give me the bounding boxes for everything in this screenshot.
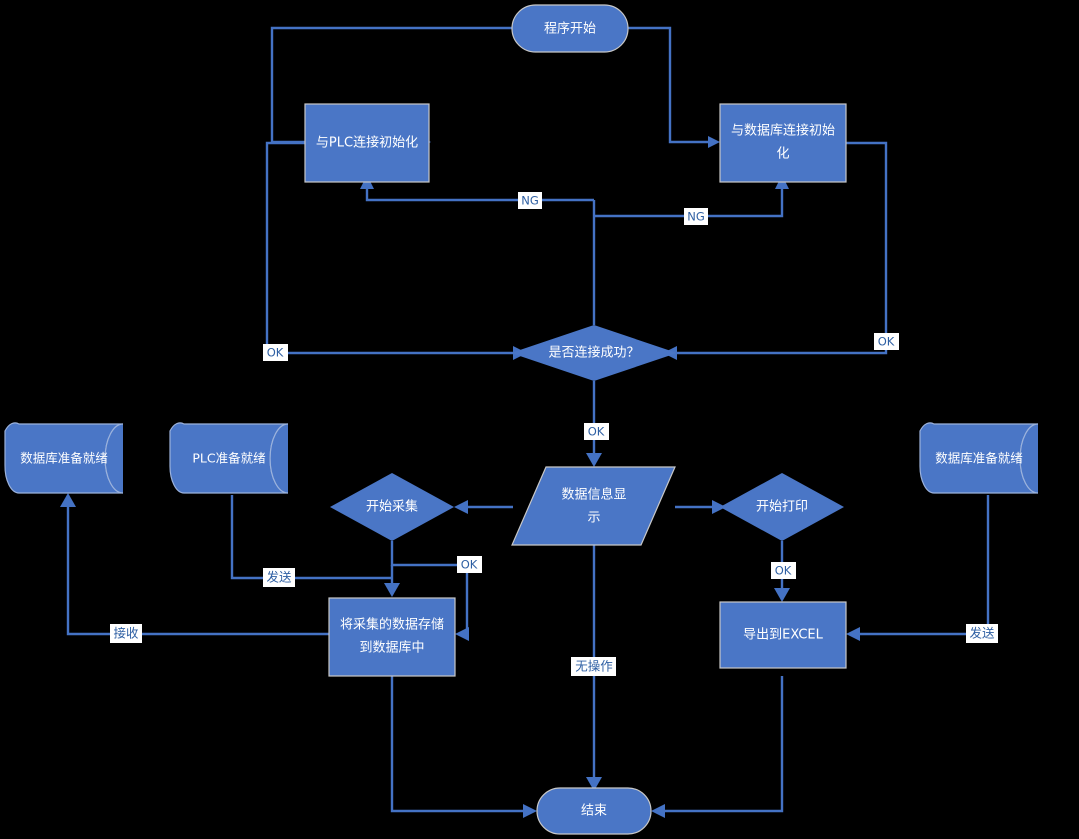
save-db-label-line1: 将采集的数据存储 bbox=[340, 617, 444, 633]
ok-down-bg bbox=[584, 423, 609, 440]
edge-init-plc-to-decision bbox=[265, 141, 518, 355]
db-ready-right-cap bbox=[1019, 423, 1039, 494]
edge-label-send-right: 发送 bbox=[966, 624, 998, 643]
ok-print-bg bbox=[771, 562, 796, 579]
edge-ng-to-init-plc bbox=[365, 182, 594, 202]
edge-start-to-init-db bbox=[628, 26, 713, 144]
node-end[interactable]: 结束 bbox=[536, 787, 652, 835]
ok-right-bg bbox=[874, 333, 899, 350]
init-plc-shape bbox=[304, 103, 430, 183]
db-ready-left-label: 数据库准备就绪 bbox=[20, 451, 108, 466]
export-excel-shape bbox=[719, 601, 847, 669]
edge-label-ok-collect: OK bbox=[457, 556, 482, 573]
edge-label-ok-print: OK bbox=[771, 562, 796, 579]
node-init-db[interactable]: 与数据库连接初始 化 bbox=[719, 103, 847, 183]
ng-left-text: NG bbox=[521, 194, 539, 208]
arrowhead-display-top bbox=[586, 453, 602, 467]
arrowhead-save-right bbox=[455, 627, 469, 641]
init-db-label-line1: 与数据库连接初始 bbox=[731, 123, 835, 139]
arrowhead-save-top bbox=[384, 583, 400, 597]
arrowhead-export-top bbox=[774, 588, 790, 602]
edge-save-to-db-ready bbox=[66, 502, 329, 636]
start-print-label: 开始打印 bbox=[756, 500, 808, 515]
start-shape bbox=[511, 4, 629, 53]
init-plc-label: 与PLC连接初始化 bbox=[316, 135, 418, 151]
edge-label-ok-down: OK bbox=[584, 423, 609, 440]
node-export-excel[interactable]: 导出到EXCEL bbox=[719, 601, 847, 669]
node-db-ready-left[interactable]: 数据库准备就绪 bbox=[4, 422, 124, 494]
send-left-bg bbox=[263, 568, 295, 587]
arrowhead-print-left bbox=[712, 500, 726, 514]
arrowhead-end-right bbox=[651, 804, 665, 818]
edge-save-to-end bbox=[390, 676, 528, 813]
db-ready-left-cap bbox=[104, 423, 124, 494]
edge-plc-ready-to-save bbox=[230, 495, 392, 580]
node-plc-ready[interactable]: PLC准备就绪 bbox=[169, 422, 289, 494]
arrowhead-init-db-left bbox=[708, 136, 720, 148]
data-display-shape bbox=[511, 466, 676, 546]
ng-right-bg bbox=[684, 208, 708, 225]
ok-left-text: OK bbox=[267, 346, 284, 360]
is-connected-label: 是否连接成功？ bbox=[548, 345, 639, 361]
ok-print-text: OK bbox=[775, 564, 792, 578]
node-start[interactable]: 程序开始 bbox=[511, 4, 629, 53]
edge-label-ok-left: OK bbox=[263, 344, 288, 361]
save-db-shape bbox=[328, 597, 456, 677]
edge-init-db-to-decision bbox=[672, 141, 888, 355]
ok-collect-text: OK bbox=[461, 558, 478, 572]
node-init-plc[interactable]: 与PLC连接初始化 bbox=[304, 103, 430, 183]
edge-label-ng-left: NG bbox=[518, 192, 542, 209]
save-db-label-line2: 到数据库中 bbox=[359, 640, 424, 656]
db-ready-right-label: 数据库准备就绪 bbox=[935, 451, 1023, 466]
send-left-text: 发送 bbox=[266, 570, 292, 585]
edge-label-ok-right: OK bbox=[874, 333, 899, 350]
init-db-shape bbox=[719, 103, 847, 183]
start-label: 程序开始 bbox=[544, 22, 596, 37]
is-connected-shape bbox=[511, 325, 677, 381]
node-db-ready-right[interactable]: 数据库准备就绪 bbox=[919, 422, 1039, 494]
data-display-label-line2: 示 bbox=[587, 511, 600, 526]
arrowhead-export-right bbox=[846, 627, 860, 641]
init-db-label-line2: 化 bbox=[776, 147, 789, 162]
edge-db-ready-r-to-export bbox=[854, 495, 990, 636]
no-operation-text: 无操作 bbox=[575, 659, 613, 674]
data-display-label-line1: 数据信息显 bbox=[561, 487, 626, 503]
node-is-connected[interactable]: 是否连接成功？ bbox=[511, 325, 677, 381]
receive-left-bg bbox=[110, 624, 142, 643]
ok-right-text: OK bbox=[878, 335, 895, 349]
edge-ng-to-init-db bbox=[594, 182, 784, 218]
ok-collect-bg bbox=[457, 556, 482, 573]
connector-layer bbox=[60, 26, 990, 818]
plc-ready-cap bbox=[269, 423, 289, 494]
export-excel-label: 导出到EXCEL bbox=[743, 628, 823, 643]
edge-label-no-operation: 无操作 bbox=[571, 657, 616, 676]
edge-export-to-end bbox=[660, 676, 784, 813]
arrowhead-end-left bbox=[523, 804, 537, 818]
ok-left-bg bbox=[263, 344, 288, 361]
end-label: 结束 bbox=[581, 804, 607, 819]
ng-right-text: NG bbox=[687, 210, 705, 224]
arrowhead-collect-right bbox=[454, 500, 468, 514]
start-collect-shape bbox=[330, 473, 454, 541]
send-right-bg bbox=[966, 624, 998, 643]
end-shape bbox=[536, 787, 652, 835]
ok-down-text: OK bbox=[588, 425, 605, 439]
arrowhead-db-ready-bottom bbox=[60, 493, 76, 507]
start-print-shape bbox=[720, 473, 844, 541]
plc-ready-label: PLC准备就绪 bbox=[192, 451, 265, 466]
node-start-print[interactable]: 开始打印 bbox=[720, 473, 844, 541]
node-start-collect[interactable]: 开始采集 bbox=[330, 473, 454, 541]
no-operation-bg bbox=[571, 657, 616, 676]
edge-label-ng-right: NG bbox=[684, 208, 708, 225]
edge-label-receive-left: 接收 bbox=[110, 624, 142, 643]
ng-left-bg bbox=[518, 192, 542, 209]
send-right-text: 发送 bbox=[969, 626, 995, 641]
node-save-db[interactable]: 将采集的数据存储 到数据库中 bbox=[328, 597, 456, 677]
receive-left-text: 接收 bbox=[113, 626, 139, 641]
edge-label-send-left: 发送 bbox=[263, 568, 295, 587]
node-data-display[interactable]: 数据信息显 示 bbox=[511, 466, 676, 546]
arrowhead-end-top bbox=[586, 777, 602, 791]
start-collect-label: 开始采集 bbox=[366, 499, 418, 515]
